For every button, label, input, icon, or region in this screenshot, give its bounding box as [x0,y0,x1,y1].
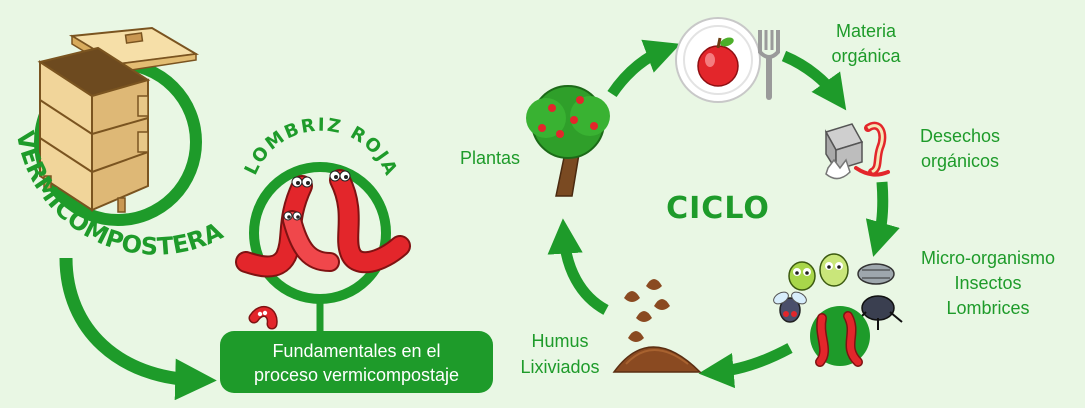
microorganisms-icon [773,253,903,367]
arrow-vermicompostera-to-box [59,257,217,401]
small-worm-icon [248,306,278,330]
arrow-micro-to-humus [698,343,793,389]
apple-plate-icon [675,17,780,103]
stage-micro-line1: Micro-organismo [921,248,1055,268]
stage-micro-line2: Insectos [954,273,1021,293]
tree-icon [526,85,610,197]
vermicompostera-group: VERMICOMPOSTERA [11,26,228,261]
arrow-humus-to-plantas [547,218,609,315]
fundamentales-line1: Fundamentales en el [272,340,441,361]
stage-desechos-line1: Desechos [920,126,1000,146]
arrow-materia-to-desechos [781,50,847,111]
fundamentales-box: Fundamentales en el proceso vermicompost… [220,331,493,393]
compost-bin-icon [37,26,200,213]
fundamentales-line2: proceso vermicompostaje [253,364,460,385]
stage-materia-line1: Materia [836,21,897,41]
stage-desechos-line2: orgánicos [921,151,999,171]
arrow-plantas-to-materia [607,39,681,98]
worms-icon [235,169,411,278]
stage-materia-line2: orgánica [831,46,901,66]
stage-plantas: Plantas [460,148,520,168]
stage-humus-line2: Lixiviados [520,357,599,377]
lombriz-group: LOMBRIZ ROJA [235,115,411,331]
cycle-title: CICLO [666,191,770,226]
humus-icon [612,279,702,373]
cycle-group: CICLO Materia orgánica Desechos orgánico… [460,17,1055,389]
organic-waste-icon [824,121,890,180]
arrow-desechos-to-micro [865,181,900,257]
stage-humus-line1: Humus [531,331,588,351]
stage-micro-line3: Lombrices [946,298,1029,318]
lombriz-ring [249,162,391,304]
